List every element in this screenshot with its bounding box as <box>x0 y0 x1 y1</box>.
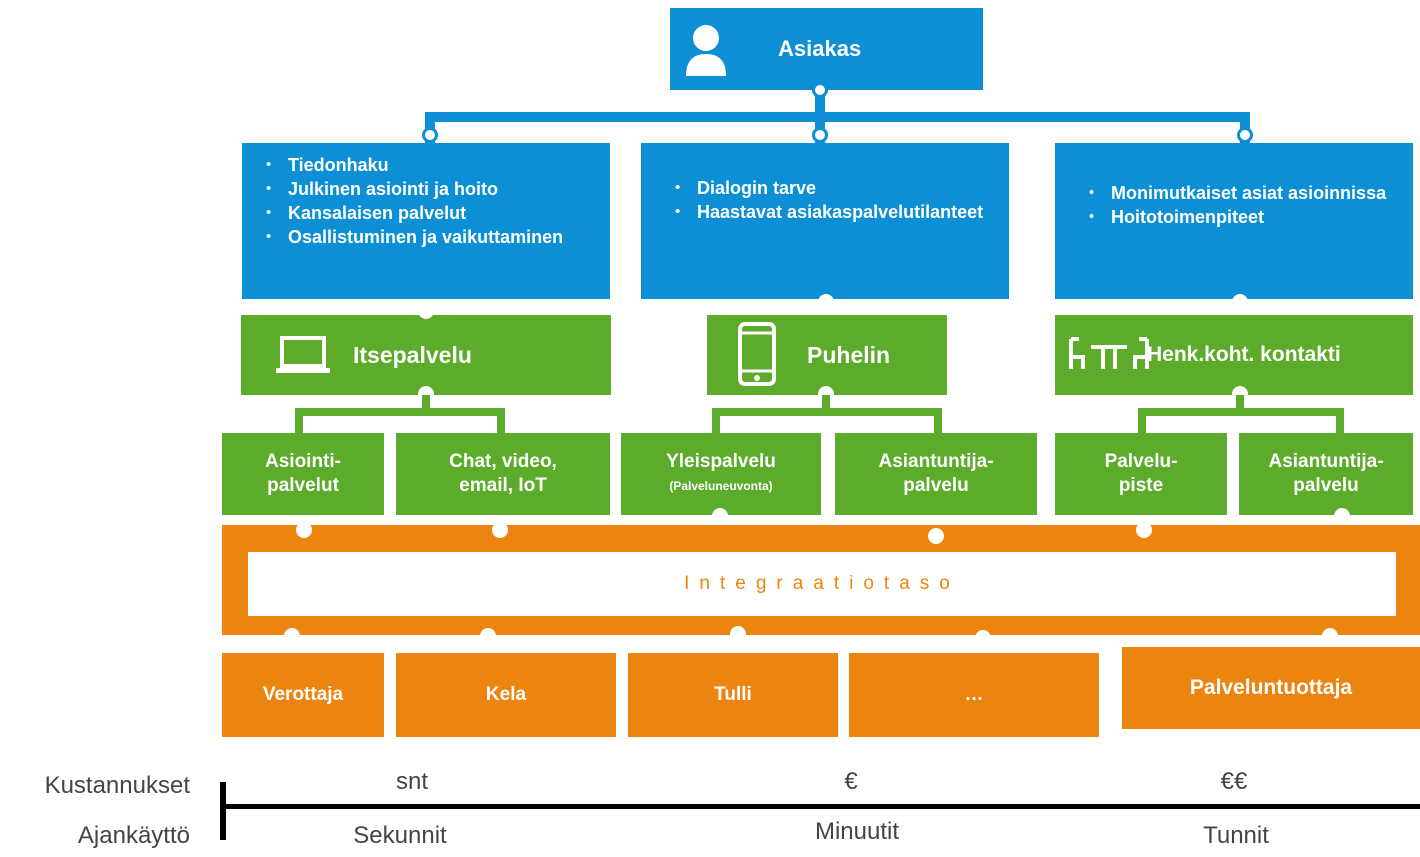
desk-icon <box>1067 337 1151 376</box>
dot-prov-3 <box>730 626 746 642</box>
dot-right-top <box>1237 127 1253 143</box>
laptop-icon <box>275 335 331 380</box>
provider-box: Kela <box>396 653 616 737</box>
subchannel-line1: Yleispalvelu <box>666 451 776 472</box>
dot-needs-middle <box>818 294 834 310</box>
subchannel-line1: Asiantuntija- <box>878 451 994 472</box>
provider-label: Tulli <box>714 684 752 705</box>
green-connector-right-b <box>1336 408 1344 434</box>
need-item: Hoitotoimenpiteet <box>1085 205 1405 229</box>
subchannel-note: (Palveluneuvonta) <box>669 479 773 493</box>
need-item: Kansalaisen palvelut <box>262 201 602 225</box>
time-value: Tunnit <box>1203 822 1269 849</box>
subchannel-line2: palvelu <box>903 475 969 496</box>
channel-itsepalvelu: Itsepalvelu <box>241 315 611 395</box>
integration-label: Integraatiotaso <box>684 573 960 594</box>
connector-top <box>815 90 825 120</box>
green-connector-right-v <box>1236 395 1244 415</box>
dot-middle-top <box>812 127 828 143</box>
channel-puhelin: Puhelin <box>707 315 947 395</box>
cost-value: snt <box>395 768 429 795</box>
customer-label: Asiakas <box>778 36 862 61</box>
provider-label: … <box>964 684 984 705</box>
integration-layer: Integraatiotaso <box>222 525 1420 635</box>
provider-label: Verottaja <box>262 684 344 705</box>
need-item: Haastavat asiakaspalvelutilanteet <box>671 200 1001 224</box>
subchannel-line2: palvelu <box>1293 475 1359 496</box>
cost-value: € <box>844 768 858 795</box>
subchannel-box: Palvelu-piste <box>1055 433 1227 515</box>
subchannel-line1: Asiointi- <box>265 451 341 472</box>
dot-needs-left <box>418 303 434 319</box>
cost-axis-label: Kustannukset <box>44 772 190 799</box>
cost-value: €€ <box>1220 768 1248 795</box>
subchannel-line2: palvelut <box>267 475 339 496</box>
green-connector-left-h <box>295 408 505 416</box>
connector-horizontal <box>425 112 1250 122</box>
needs-box-middle: Dialogin tarve Haastavat asiakaspalvelut… <box>641 143 1009 299</box>
axis-line <box>220 804 1420 809</box>
subchannel-box: Yleispalvelu (Palveluneuvonta) <box>621 433 821 515</box>
dot-sub-5 <box>1136 522 1152 538</box>
need-item: Osallistuminen ja vaikuttaminen <box>262 225 602 249</box>
dot-prov-5 <box>1322 628 1338 644</box>
dot-sub-1 <box>296 522 312 538</box>
dot-sub-2 <box>492 522 508 538</box>
green-connector-mid-h <box>712 408 942 416</box>
green-connector-mid-a <box>712 408 720 434</box>
provider-box: Tulli <box>628 653 838 737</box>
need-item: Monimutkaiset asiat asioinnissa <box>1085 181 1405 205</box>
green-connector-right-h <box>1138 408 1344 416</box>
provider-label: Palveluntuottaja <box>1189 676 1353 699</box>
time-value: Minuutit <box>814 818 900 845</box>
green-connector-left-a <box>295 408 303 434</box>
provider-box: Verottaja <box>222 653 384 737</box>
subchannel-line2: email, IoT <box>459 475 547 496</box>
needs-box-right: Monimutkaiset asiat asioinnissa Hoitotoi… <box>1055 143 1413 299</box>
green-connector-mid-b <box>934 408 942 434</box>
customer-dot <box>812 82 828 98</box>
subchannel-line2: piste <box>1118 475 1164 496</box>
axis-tick <box>220 782 226 840</box>
dot-prov-4 <box>975 630 991 646</box>
need-item: Julkinen asiointi ja hoito <box>262 177 602 201</box>
green-connector-left-v <box>422 395 430 415</box>
channel-label: Puhelin <box>807 342 891 368</box>
dot-prov-1 <box>284 628 300 644</box>
integration-inner: Integraatiotaso <box>248 552 1396 616</box>
subchannel-box: Asiointi-palvelut <box>222 433 384 515</box>
needs-box-left: Tiedonhaku Julkinen asiointi ja hoito Ka… <box>242 143 610 299</box>
dot-sub-4 <box>928 528 944 544</box>
dot-sub-3 <box>712 508 728 524</box>
subchannel-line1: Palvelu- <box>1104 451 1178 472</box>
subchannel-box: Asiantuntija-palvelu <box>835 433 1037 515</box>
dot-sub-6 <box>1334 508 1350 524</box>
subchannel-box: Chat, video, email, IoT <box>396 433 610 515</box>
channel-label: Itsepalvelu <box>353 342 472 368</box>
green-connector-left-b <box>497 408 505 434</box>
dot-prov-2 <box>480 628 496 644</box>
subchannel-box: Asiantuntija-palvelu <box>1239 433 1413 515</box>
phone-icon <box>737 321 777 392</box>
subchannel-line1: Asiantuntija- <box>1268 451 1384 472</box>
provider-box: Palveluntuottaja <box>1122 647 1420 729</box>
channel-henkkoht: Henk.koht. kontakti <box>1055 315 1413 395</box>
dot-left-top <box>422 127 438 143</box>
time-value: Sekunnit <box>353 822 447 849</box>
customer-box: Asiakas <box>670 8 983 90</box>
need-item: Dialogin tarve <box>671 176 1001 200</box>
time-axis-label: Ajankäyttö <box>77 822 190 849</box>
need-item: Tiedonhaku <box>262 153 602 177</box>
green-connector-mid-v <box>822 395 830 415</box>
green-connector-right-a <box>1138 408 1146 434</box>
provider-box: … <box>849 653 1099 737</box>
provider-label: Kela <box>485 684 527 705</box>
dot-needs-right <box>1232 294 1248 310</box>
person-icon <box>684 22 728 81</box>
channel-label: Henk.koht. kontakti <box>1147 343 1341 366</box>
subchannel-line1: Chat, video, <box>449 451 557 472</box>
